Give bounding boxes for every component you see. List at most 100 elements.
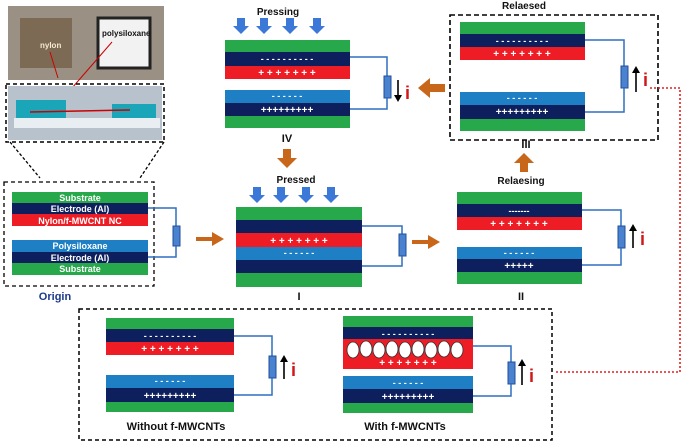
origin-polysiloxane-label: Polysiloxane bbox=[52, 241, 107, 251]
with-current-label: i bbox=[529, 366, 534, 386]
origin-substrate-top-label: Substrate bbox=[59, 193, 101, 203]
with-polysiloxane-layer bbox=[343, 376, 473, 389]
photo-pointer-line bbox=[49, 51, 59, 79]
without-substrate-bottom bbox=[106, 402, 234, 412]
with-fmwcnt-device: - - - - - - - - - - + + + + + + + - - - … bbox=[343, 316, 534, 433]
pressed-electrode-top bbox=[236, 220, 362, 233]
released-wire-top bbox=[585, 39, 625, 66]
releasing-neg-charges-bottom: - - - - - - bbox=[504, 248, 535, 258]
releasing-current-label: i bbox=[640, 229, 645, 249]
without-substrate-top bbox=[106, 318, 234, 329]
origin-substrate-bottom-label: Substrate bbox=[59, 264, 101, 274]
pressed-resistor bbox=[398, 233, 407, 257]
stage-pressed: Pressed + + + + + + + - - - - - - I bbox=[236, 175, 407, 303]
with-neg-charges: - - - - - - - - - - bbox=[382, 329, 434, 339]
pressing-numeral: IV bbox=[282, 133, 293, 145]
pressing-wire-bottom bbox=[350, 98, 388, 110]
origin-substrate-top bbox=[12, 192, 148, 203]
pressed-pos-charges: + + + + + + + bbox=[270, 236, 328, 247]
fmwcnt-particle-icon bbox=[437, 340, 451, 358]
with-resistor bbox=[507, 361, 516, 385]
releasing-substrate-bottom bbox=[457, 272, 582, 284]
pressed-electrode-bottom bbox=[236, 260, 362, 273]
with-fmwcnt-caption: With f-MWCNTs bbox=[364, 421, 446, 433]
origin-electrode-bottom-label: Electrode (Al) bbox=[51, 253, 110, 263]
pressing-neg-charges-bottom: - - - - - - bbox=[272, 91, 303, 101]
releasing-numeral: II bbox=[518, 291, 524, 303]
fmwcnt-particle-icon bbox=[359, 340, 373, 358]
press-arrow-icon bbox=[309, 18, 325, 34]
pressing-pos-charges: + + + + + + + bbox=[258, 68, 316, 79]
releasing-current-arrow-head bbox=[629, 224, 637, 231]
photo-pointer-line bbox=[71, 41, 113, 89]
side-photo-red-line bbox=[29, 109, 131, 113]
released-neg-charges: - - - - - - - - - - bbox=[496, 36, 548, 46]
pressing-current-label: i bbox=[405, 83, 410, 103]
origin-polysiloxane-layer bbox=[12, 240, 148, 252]
side-photo-frame bbox=[5, 83, 165, 143]
released-nylon-layer bbox=[460, 47, 585, 60]
released-current-arrow-head bbox=[632, 66, 640, 73]
pressed-force-arrows bbox=[249, 187, 339, 203]
pressing-current-arrow-head bbox=[394, 95, 402, 102]
with-electrode-bottom bbox=[343, 389, 473, 403]
without-neg-charges-bottom: - - - - - - bbox=[155, 376, 186, 386]
pressed-neg-charges: - - - - - - bbox=[284, 248, 315, 258]
origin-resistor bbox=[172, 225, 181, 247]
arrow-pressing-to-pressed bbox=[277, 149, 297, 168]
pressing-pos-charges-bottom: +++++++++ bbox=[261, 105, 314, 116]
released-substrate-bottom bbox=[460, 119, 585, 131]
fmwcnt-particle-icon bbox=[372, 341, 386, 359]
releasing-pos-charges-bottom: +++++ bbox=[504, 261, 533, 272]
polysiloxane-sample bbox=[96, 16, 152, 70]
origin-caption: Origin bbox=[39, 291, 72, 303]
fmwcnt-particles bbox=[346, 340, 464, 359]
nylon-sample bbox=[20, 18, 72, 68]
pressing-force-arrows bbox=[233, 18, 325, 34]
origin-substrate-bottom bbox=[12, 263, 148, 275]
with-pos-charges-bottom: +++++++++ bbox=[382, 392, 435, 403]
arrow-released-to-pressing bbox=[418, 78, 445, 98]
without-current-label: i bbox=[291, 360, 296, 380]
photo-nylon-label: nylon bbox=[40, 41, 61, 50]
with-substrate-top bbox=[343, 316, 473, 327]
origin-wire-top bbox=[148, 207, 177, 226]
releasing-pos-charges: + + + + + + + bbox=[490, 219, 548, 230]
side-photo-block-left bbox=[16, 100, 66, 120]
pressed-substrate-top bbox=[236, 207, 362, 220]
comparison-frame bbox=[78, 308, 553, 441]
press-arrow-icon bbox=[323, 187, 339, 203]
press-arrow-icon bbox=[273, 187, 289, 203]
pressed-numeral: I bbox=[297, 291, 300, 303]
press-arrow-icon bbox=[249, 187, 265, 203]
released-electrode-bottom bbox=[460, 105, 585, 119]
pressing-label: Pressing bbox=[257, 7, 299, 18]
releasing-substrate-top bbox=[457, 192, 582, 204]
origin-panel: Substrate Electrode (Al) Nylon/f-MWCNT N… bbox=[3, 181, 181, 303]
with-current-arrow-head bbox=[518, 359, 526, 366]
without-wire-top bbox=[234, 335, 273, 356]
without-fmwcnt-device: - - - - - - - - - - + + + + + + + - - - … bbox=[106, 318, 296, 433]
released-label: Relaesed bbox=[502, 1, 546, 12]
releasing-polysiloxane-layer bbox=[457, 247, 582, 259]
origin-electrode-bottom bbox=[12, 252, 148, 263]
stage-pressing: Pressing - - - - - - - - - - + + + + + +… bbox=[225, 7, 410, 145]
releasing-electrode-top bbox=[457, 204, 582, 217]
origin-electrode-top-label: Electrode (Al) bbox=[51, 204, 110, 214]
without-resistor bbox=[268, 355, 277, 379]
released-polysiloxane-layer bbox=[460, 92, 585, 105]
origin-frame bbox=[3, 181, 155, 287]
released-frame bbox=[449, 14, 659, 141]
pressing-polysiloxane-layer bbox=[225, 90, 350, 103]
without-pos-charges-bottom: +++++++++ bbox=[144, 391, 197, 402]
press-arrow-icon bbox=[233, 18, 249, 34]
with-electrode-top bbox=[343, 327, 473, 339]
pressed-nylon-layer bbox=[236, 233, 362, 247]
pressing-neg-charges: - - - - - - - - - - bbox=[261, 54, 313, 64]
releasing-wire-top bbox=[582, 209, 622, 226]
photo-polysiloxane-label: polysiloxane bbox=[102, 29, 151, 38]
stage-releasing: Relaesing ------- + + + + + + + - - - - … bbox=[457, 176, 645, 303]
link-released-to-comparison bbox=[555, 87, 681, 373]
